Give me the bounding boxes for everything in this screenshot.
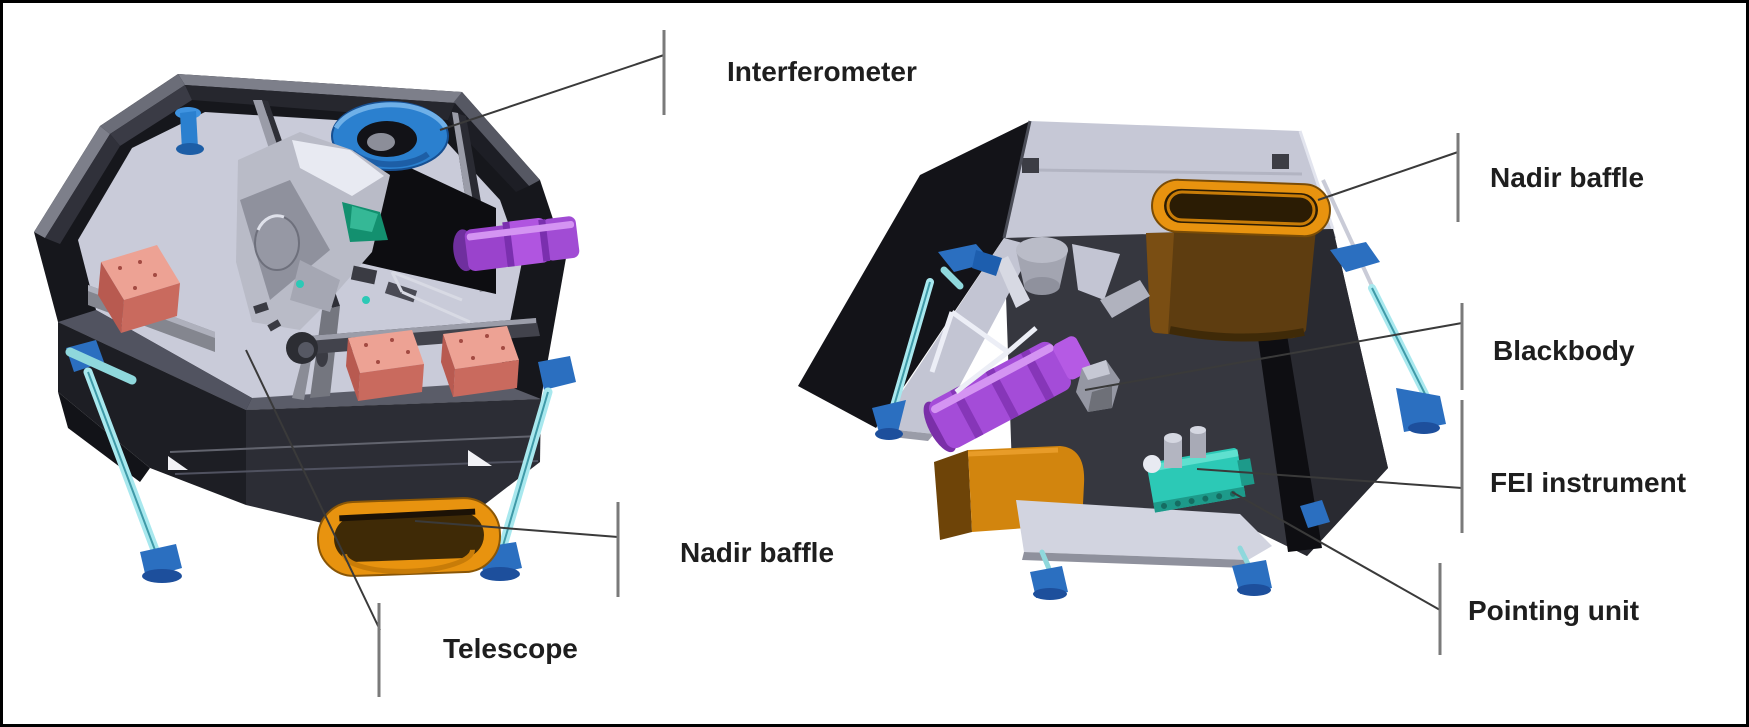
pointing-unit-feet: [1030, 500, 1330, 600]
detector-boxes: [98, 245, 519, 401]
label-blackbody: Blackbody: [1493, 335, 1635, 366]
fei-cylinders: [1143, 426, 1206, 473]
scan-mechanism: [996, 237, 1150, 318]
nadir-baffle-duct: [1146, 229, 1316, 342]
left-dark-face: [798, 121, 1030, 428]
label-nadir-baffle-left: Nadir baffle: [680, 537, 835, 568]
label-interferometer: Interferometer: [727, 56, 917, 87]
leader-blackbody: [1084, 322, 1463, 391]
base-floor-band: [1016, 500, 1272, 568]
leader-telescope: [245, 349, 381, 631]
blue-bracket-top: [175, 107, 204, 155]
left-face-edge: [1002, 120, 1032, 239]
leader-nadir-baffle-left: [414, 520, 619, 538]
telescope-mechanism: [236, 132, 471, 364]
leader-pointing-unit: [1231, 491, 1441, 611]
nadir-baffle-opening-left: [316, 497, 502, 577]
leader-lines: [245, 54, 1463, 631]
support-strut-right: [1321, 179, 1446, 434]
label-ticks: [377, 30, 1464, 697]
label-telescope: Telescope: [443, 633, 578, 664]
leader-fei-instrument: [1196, 468, 1463, 489]
instrument-internal-view: [34, 74, 580, 583]
label-nadir-baffle-right: Nadir baffle: [1490, 162, 1645, 193]
purple-camera-assembly: [453, 216, 580, 272]
label-fei-instrument: FEI instrument: [1490, 467, 1687, 498]
purple-telescope-assembly: [923, 336, 1091, 453]
support-struts-left-view: [65, 340, 576, 583]
interferometer-ring: [331, 101, 449, 171]
leader-interferometer: [439, 54, 665, 131]
instrument-external-view: [798, 120, 1446, 600]
blackbody-unit: [1076, 360, 1120, 412]
leader-nadir-baffle-right: [1317, 151, 1459, 201]
truss-lines: [929, 309, 1038, 394]
support-strut-left: [872, 244, 1002, 440]
label-pointing-unit: Pointing unit: [1468, 595, 1640, 626]
nadir-baffle-opening-right: [1151, 178, 1331, 238]
